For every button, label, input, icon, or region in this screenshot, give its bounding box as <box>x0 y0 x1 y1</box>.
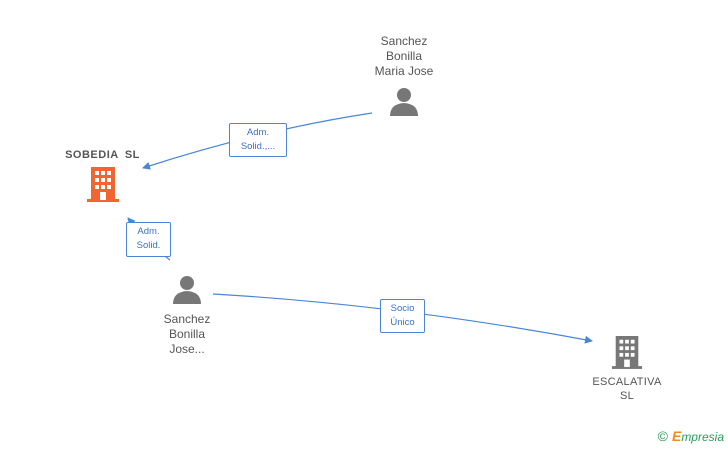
empresia-watermark: © Empresia <box>658 428 724 444</box>
edge-label-adm-solid-maria[interactable]: Adm. Solid.,... <box>229 123 287 157</box>
empresia-logo: Empresia <box>671 428 724 444</box>
edge-label-socio-unico[interactable]: Socio Único <box>380 299 425 333</box>
company-name-escalativa: ESCALATIVA SL <box>592 376 662 402</box>
copyright-symbol: © <box>657 428 668 444</box>
person-name-jose: Sanchez Bonilla Jose... <box>163 312 211 356</box>
node-sobedia[interactable]: SOBEDIA SL <box>40 149 165 208</box>
building-icon <box>611 336 643 369</box>
person-icon <box>173 276 201 304</box>
person-icon <box>390 88 418 116</box>
person-name-maria-jose: Sanchez Bonilla Maria Jose <box>374 34 434 78</box>
building-icon <box>86 167 119 202</box>
node-sanchez-bonilla-jose[interactable]: Sanchez Bonilla Jose... <box>137 275 237 357</box>
edge-label-adm-solid-jose[interactable]: Adm. Solid. <box>126 222 171 257</box>
node-escalativa[interactable]: ESCALATIVA SL <box>587 334 667 403</box>
company-name-sobedia: SOBEDIA SL <box>65 149 140 161</box>
node-sanchez-bonilla-maria-jose[interactable]: Sanchez Bonilla Maria Jose <box>354 34 454 122</box>
